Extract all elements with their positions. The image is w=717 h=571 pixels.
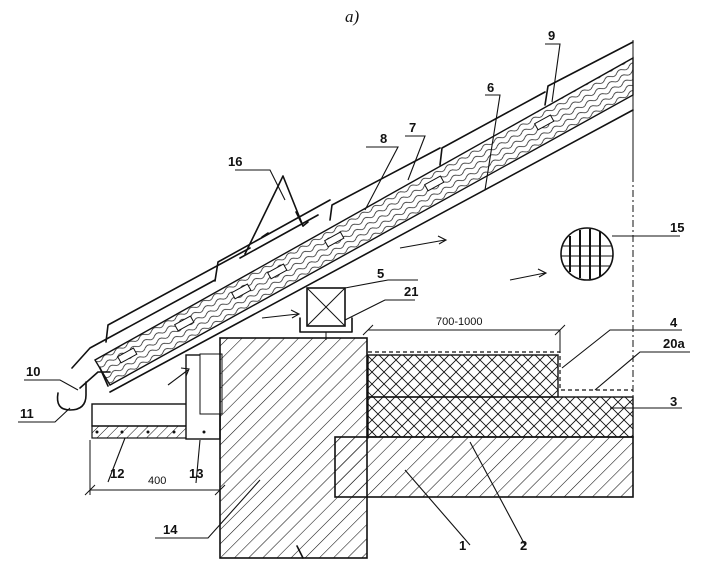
roof-covering-tiles bbox=[71, 41, 634, 369]
wall-plate bbox=[299, 287, 353, 340]
airflow-arrows bbox=[167, 235, 548, 386]
dimension-gap-label: 700-1000 bbox=[436, 316, 483, 328]
callout-21: 21 bbox=[404, 284, 418, 299]
leader-lines bbox=[18, 43, 690, 546]
vapour-barrier-dashed bbox=[368, 351, 633, 391]
insulation-layer-upper bbox=[367, 354, 559, 398]
battens bbox=[116, 114, 555, 364]
callout-11: 11 bbox=[20, 406, 34, 421]
callout-20a: 20а bbox=[663, 336, 685, 351]
callout-1: 1 bbox=[459, 538, 466, 553]
vent-grille bbox=[560, 227, 614, 281]
callout-7: 7 bbox=[409, 120, 416, 135]
callout-16: 16 bbox=[228, 154, 242, 169]
callout-2: 2 bbox=[520, 538, 527, 553]
callout-5: 5 bbox=[377, 266, 384, 281]
callout-12: 12 bbox=[110, 466, 124, 481]
snow-guard bbox=[239, 175, 319, 259]
callout-4: 4 bbox=[670, 315, 678, 330]
callout-9: 9 bbox=[548, 28, 555, 43]
callout-15: 15 bbox=[670, 220, 684, 235]
dimension-eave-label: 400 bbox=[148, 475, 166, 487]
roof-slope bbox=[71, 40, 634, 500]
callout-13: 13 bbox=[189, 466, 203, 481]
callout-8: 8 bbox=[380, 131, 387, 146]
callout-10: 10 bbox=[26, 364, 40, 379]
insulation-layer-lower bbox=[367, 396, 634, 438]
figure-title: а) bbox=[345, 7, 360, 26]
floor-slab bbox=[334, 436, 634, 498]
callout-14: 14 bbox=[163, 522, 178, 537]
callout-labels: 1 2 3 4 5 6 7 8 9 10 11 12 13 14 15 16 2… bbox=[20, 28, 685, 553]
gutter bbox=[56, 367, 111, 411]
roof-underside-line bbox=[109, 109, 634, 393]
callout-3: 3 bbox=[670, 394, 677, 409]
dimension-lines bbox=[84, 324, 566, 496]
callout-6: 6 bbox=[487, 80, 494, 95]
rafter bbox=[94, 56, 634, 386]
